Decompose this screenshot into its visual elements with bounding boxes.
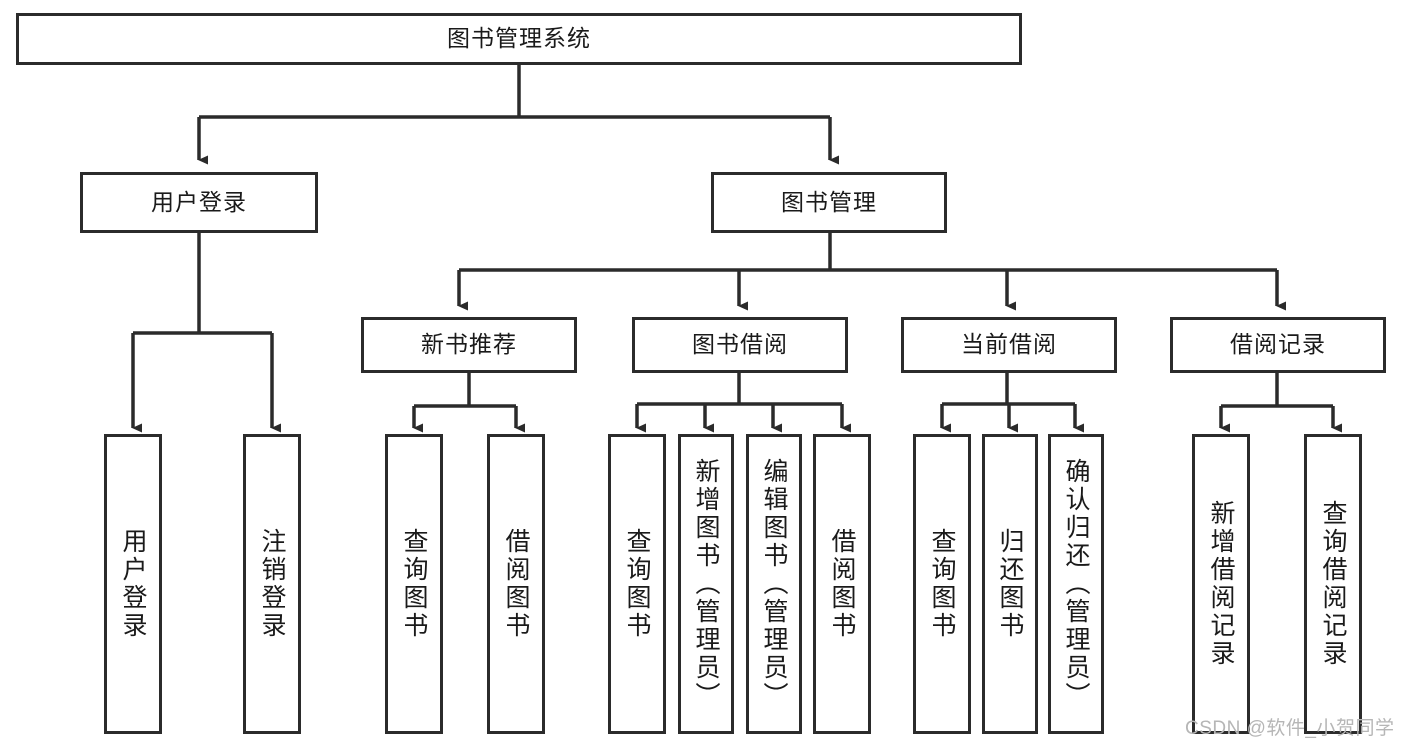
leaf-confirm-return-label: 确认归还（管理员） — [1062, 458, 1090, 710]
leaf-borrow-book-1-label: 借阅图书 — [502, 528, 530, 640]
node-new-book-recommend-label: 新书推荐 — [421, 331, 517, 358]
leaf-logout-login-label: 注销登录 — [258, 528, 286, 640]
leaf-add-book-label: 新增图书（管理员） — [692, 458, 720, 710]
edge-newbook-to-leaves — [412, 373, 525, 433]
node-borrow-record[interactable]: 借阅记录 — [1170, 317, 1386, 373]
leaf-borrow-book-2[interactable]: 借阅图书 — [813, 434, 871, 734]
edge-userlogin-to-leaves — [131, 233, 281, 433]
node-book-borrow-label: 图书借阅 — [692, 331, 788, 358]
edge-borrowrecord-to-leaves — [1219, 373, 1342, 433]
leaf-user-login-label: 用户登录 — [119, 528, 147, 640]
leaf-return-book-label: 归还图书 — [996, 528, 1024, 640]
leaf-query-book-1[interactable]: 查询图书 — [385, 434, 443, 734]
leaf-add-book[interactable]: 新增图书（管理员） — [678, 434, 734, 734]
leaf-query-record-label: 查询借阅记录 — [1319, 500, 1347, 668]
edge-bookborrow-to-leaves — [635, 373, 851, 433]
node-root-system[interactable]: 图书管理系统 — [16, 13, 1022, 65]
node-user-login-label: 用户登录 — [151, 188, 247, 215]
node-current-borrow[interactable]: 当前借阅 — [901, 317, 1117, 373]
leaf-query-book-2-label: 查询图书 — [623, 528, 651, 640]
node-current-borrow-label: 当前借阅 — [961, 331, 1057, 358]
node-user-login[interactable]: 用户登录 — [80, 172, 318, 233]
edge-root-to-level1 — [197, 65, 839, 165]
node-book-borrow[interactable]: 图书借阅 — [632, 317, 848, 373]
edge-bookmgmt-to-level2 — [457, 232, 1286, 311]
leaf-query-book-3[interactable]: 查询图书 — [913, 434, 971, 734]
leaf-edit-book[interactable]: 编辑图书（管理员） — [746, 434, 802, 734]
node-borrow-record-label: 借阅记录 — [1230, 331, 1326, 358]
leaf-add-record-label: 新增借阅记录 — [1207, 500, 1235, 668]
edge-currentborrow-to-leaves — [940, 373, 1084, 433]
node-root-label: 图书管理系统 — [447, 25, 591, 52]
node-book-management[interactable]: 图书管理 — [711, 172, 947, 233]
node-book-management-label: 图书管理 — [781, 188, 877, 215]
leaf-query-record[interactable]: 查询借阅记录 — [1304, 434, 1362, 734]
node-new-book-recommend[interactable]: 新书推荐 — [361, 317, 577, 373]
watermark-text: CSDN @软件_小贺同学 — [1185, 718, 1395, 739]
leaf-user-login[interactable]: 用户登录 — [104, 434, 162, 734]
leaf-borrow-book-1[interactable]: 借阅图书 — [487, 434, 545, 734]
leaf-query-book-2[interactable]: 查询图书 — [608, 434, 666, 734]
leaf-query-book-3-label: 查询图书 — [928, 528, 956, 640]
leaf-confirm-return[interactable]: 确认归还（管理员） — [1048, 434, 1104, 734]
leaf-logout-login[interactable]: 注销登录 — [243, 434, 301, 734]
leaf-borrow-book-2-label: 借阅图书 — [828, 528, 856, 640]
leaf-return-book[interactable]: 归还图书 — [982, 434, 1038, 734]
leaf-edit-book-label: 编辑图书（管理员） — [760, 458, 788, 710]
leaf-add-record[interactable]: 新增借阅记录 — [1192, 434, 1250, 734]
leaf-query-book-1-label: 查询图书 — [400, 528, 428, 640]
